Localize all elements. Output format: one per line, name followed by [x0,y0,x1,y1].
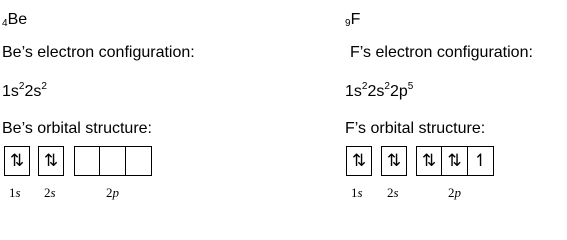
sublevel-label-2p: 2p [106,185,119,200]
orbital-box-2p-2: ⇅ [442,146,468,176]
electron-configuration: 1s22s22p5 [345,81,414,101]
orbital-box-1s: ⇅ [346,146,372,176]
orbital-box-2p-1: ⇅ [416,146,442,176]
sublevel-label-1s: 1s [351,185,363,200]
config-term: 2p5 [389,81,414,101]
atomic-number: 9 [345,18,351,29]
element-symbol: Be [7,11,28,28]
sublevel-label-2p: 2p [448,185,461,200]
config-term: 1s2 [345,81,368,101]
config-term: 2s2 [24,81,47,101]
config-term: 2s2 [367,81,390,101]
config-term: 1s2 [2,81,25,101]
atomic-number: 4 [2,18,8,29]
orbital-box-2p-2 [100,146,126,176]
electron-configuration: 1s22s2 [2,81,47,101]
orbital-box-2p-1 [74,146,100,176]
fluorine-panel: 9F F’s electron configuration: 1s22s22p5… [345,0,567,218]
beryllium-panel: 4Be Be’s electron configuration: 1s22s2 … [0,0,260,218]
orbital-box-1s: ⇅ [4,146,30,176]
sublevel-label-2s: 2s [387,185,399,200]
element-heading-f: 9F [345,11,360,33]
sublevel-label-2s: 2s [44,185,56,200]
orbital-label: F’s orbital structure: [345,120,486,137]
orbital-box-2p-3 [126,146,152,176]
orbital-label: Be’s orbital structure: [2,120,152,137]
element-heading-be: 4Be [2,11,27,33]
orbital-box-2s: ⇅ [38,146,64,176]
orbital-box-2s: ⇅ [381,146,407,176]
orbital-box-2p-3: ↿ [468,146,494,176]
config-label: Be’s electron configuration: [2,44,195,61]
element-symbol: F [350,11,361,28]
sublevel-label-1s: 1s [9,185,21,200]
config-label: F’s electron configuration: [350,44,533,61]
